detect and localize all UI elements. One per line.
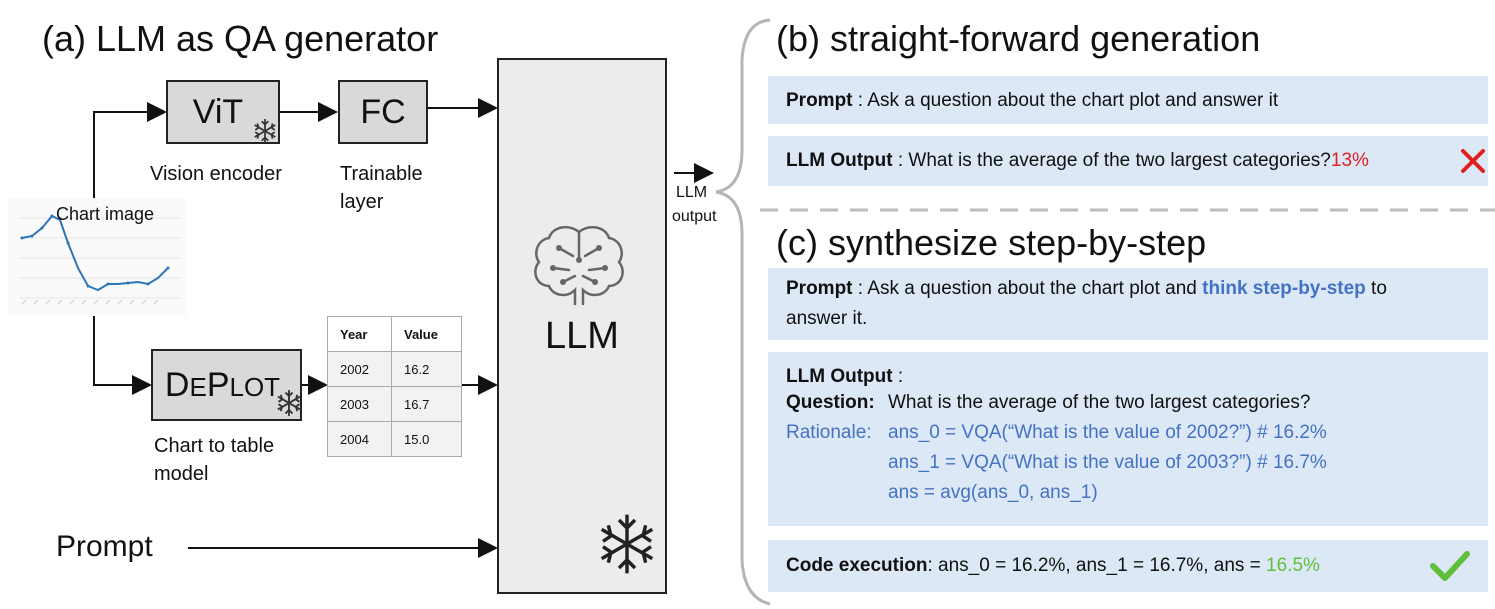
deplot-label-lot: LOT xyxy=(229,371,281,402)
c-prompt-panel: Prompt : Ask a question about the chart … xyxy=(768,268,1488,340)
panel-a-title: (a) LLM as QA generator xyxy=(42,18,439,59)
table-row: 2004 15.0 xyxy=(327,421,462,457)
chart-thumbnail xyxy=(8,198,186,316)
c-rationale-key: Rationale: xyxy=(786,422,872,443)
vision-encoder-caption: Vision encoder xyxy=(150,163,282,185)
deplot-label: DEPLOT xyxy=(165,366,280,405)
b-output-text: What is the average of the two largest c… xyxy=(908,150,1331,171)
table-header-row: Year Value xyxy=(327,316,462,352)
table-cell: 2002 xyxy=(327,351,392,387)
arrow-chart-to-deplot xyxy=(93,312,152,395)
vit-label: ViT xyxy=(192,92,244,131)
prompt-label: Prompt xyxy=(56,530,153,563)
table-cell: 16.7 xyxy=(391,386,462,422)
table-row: 2003 16.7 xyxy=(327,386,462,422)
c-question-key: Question: xyxy=(786,392,875,413)
b-output-sep: : xyxy=(892,150,909,171)
c-exec-answer: 16.5% xyxy=(1266,555,1320,576)
curly-brace xyxy=(715,18,771,606)
c-rationale-line-2: ans_1 = VQA(“What is the value of 2003?”… xyxy=(888,452,1327,473)
c-prompt-highlight: think step-by-step xyxy=(1202,278,1366,299)
table-cell: 16.2 xyxy=(391,351,462,387)
c-prompt-sep: : xyxy=(852,278,868,299)
llm-box: LLM xyxy=(497,58,667,594)
b-output-answer: 13% xyxy=(1330,150,1369,171)
vit-box: ViT xyxy=(166,80,280,144)
fc-label: FC xyxy=(360,92,406,131)
table-header-year: Year xyxy=(327,316,392,352)
table-cell: 2004 xyxy=(327,421,392,457)
table-header-value: Value xyxy=(391,316,462,352)
deplot-label-d: D xyxy=(164,365,190,404)
c-prompt-key: Prompt xyxy=(786,278,853,299)
deplot-label-e: E xyxy=(189,371,207,402)
snowflake-icon xyxy=(600,514,654,574)
table-cell: 2003 xyxy=(327,386,392,422)
b-prompt-key: Prompt xyxy=(786,90,853,111)
deplot-box: DEPLOT xyxy=(151,349,302,421)
extracted-table: Year Value 2002 16.2 2003 16.7 2004 15.0 xyxy=(327,316,462,457)
c-rationale-line-3: ans = avg(ans_0, ans_1) xyxy=(888,482,1098,503)
arrow-chart-to-vit xyxy=(93,102,167,200)
c-rationale-line-1: ans_0 = VQA(“What is the value of 2002?”… xyxy=(888,422,1327,443)
snowflake-icon xyxy=(254,119,276,143)
llm-output-label-2: output xyxy=(672,208,717,225)
c-prompt-text-2: to xyxy=(1365,278,1387,299)
c-exec-panel: Code execution: ans_0 = 16.2%, ans_1 = 1… xyxy=(768,540,1488,592)
brain-icon xyxy=(534,225,624,306)
chart-to-table-caption-2: model xyxy=(154,463,209,485)
c-prompt-text-1: Ask a question about the chart plot and xyxy=(867,278,1203,299)
b-prompt-panel: Prompt : Ask a question about the chart … xyxy=(768,76,1488,124)
c-output-panel: LLM Output : Question: What is the averag… xyxy=(768,352,1488,526)
deplot-label-p: P xyxy=(206,365,230,404)
chart-to-table-caption-1: Chart to table xyxy=(154,435,275,457)
c-question-text: What is the average of the two largest c… xyxy=(888,392,1311,413)
table-cell: 15.0 xyxy=(391,421,462,457)
c-output-sep: : xyxy=(892,366,904,387)
c-prompt-text-3: answer it. xyxy=(786,308,868,329)
panel-c-title: (c) synthesize step-by-step xyxy=(776,222,1207,263)
b-output-panel: LLM Output : What is the average of the … xyxy=(768,136,1488,186)
trainable-caption-2: layer xyxy=(340,191,384,213)
b-prompt-sep: : xyxy=(852,90,868,111)
llm-output-label-1: LLM xyxy=(676,184,708,201)
c-exec-text: : ans_0 = 16.2%, ans_1 = 16.7%, ans = xyxy=(927,555,1267,576)
c-output-key: LLM Output xyxy=(786,366,893,387)
panel-b-title: (b) straight-forward generation xyxy=(776,18,1261,59)
b-output-key: LLM Output xyxy=(786,150,893,171)
table-row: 2002 16.2 xyxy=(327,351,462,387)
cross-icon xyxy=(1461,149,1485,173)
c-exec-key: Code execution xyxy=(786,555,928,576)
llm-label: LLM xyxy=(545,315,619,357)
check-icon xyxy=(1430,551,1470,581)
trainable-caption-1: Trainable xyxy=(340,163,423,185)
fc-box: FC xyxy=(338,80,428,144)
b-prompt-text: Ask a question about the chart plot and … xyxy=(867,90,1279,111)
snowflake-icon xyxy=(277,390,301,416)
chart-image-label: Chart image xyxy=(56,204,155,224)
